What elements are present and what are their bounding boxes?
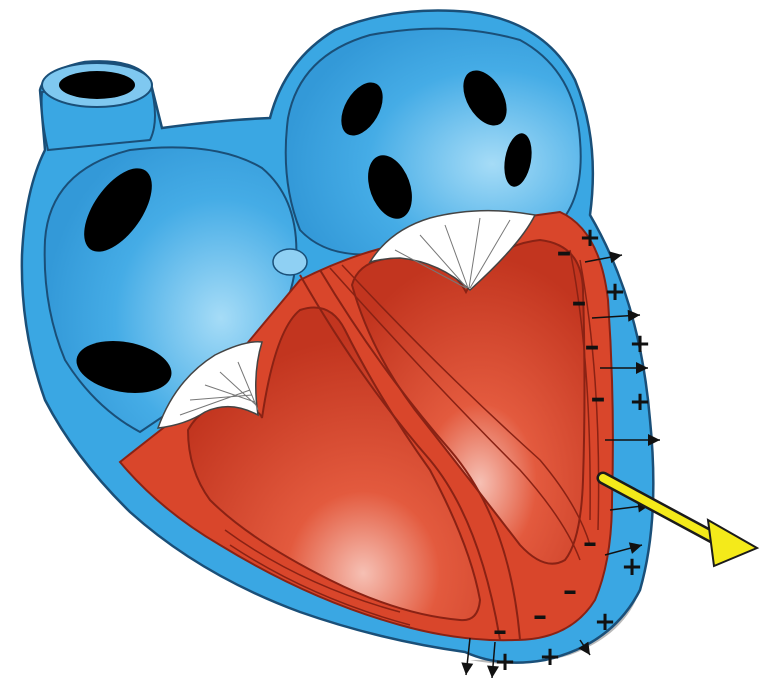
minus-sign: –: [493, 614, 507, 647]
plus-sign: +: [494, 647, 516, 677]
minus-sign: –: [572, 285, 587, 320]
minus-sign: –: [585, 329, 600, 364]
minus-sign: –: [563, 574, 577, 607]
plus-sign: +: [579, 223, 601, 253]
minus-sign: –: [591, 381, 606, 416]
great-vessel-opening: [59, 71, 135, 99]
plus-sign: +: [629, 387, 651, 417]
av-node: [273, 249, 307, 275]
minus-sign: –: [557, 235, 572, 270]
plus-sign: +: [629, 329, 651, 359]
plus-sign: +: [594, 607, 616, 637]
plus-sign: +: [604, 277, 626, 307]
minus-sign: –: [583, 526, 597, 559]
electrical-axis-arrowhead: [708, 520, 757, 566]
minus-sign: –: [533, 599, 547, 632]
plus-sign: +: [539, 642, 561, 672]
plus-sign: +: [621, 552, 643, 582]
